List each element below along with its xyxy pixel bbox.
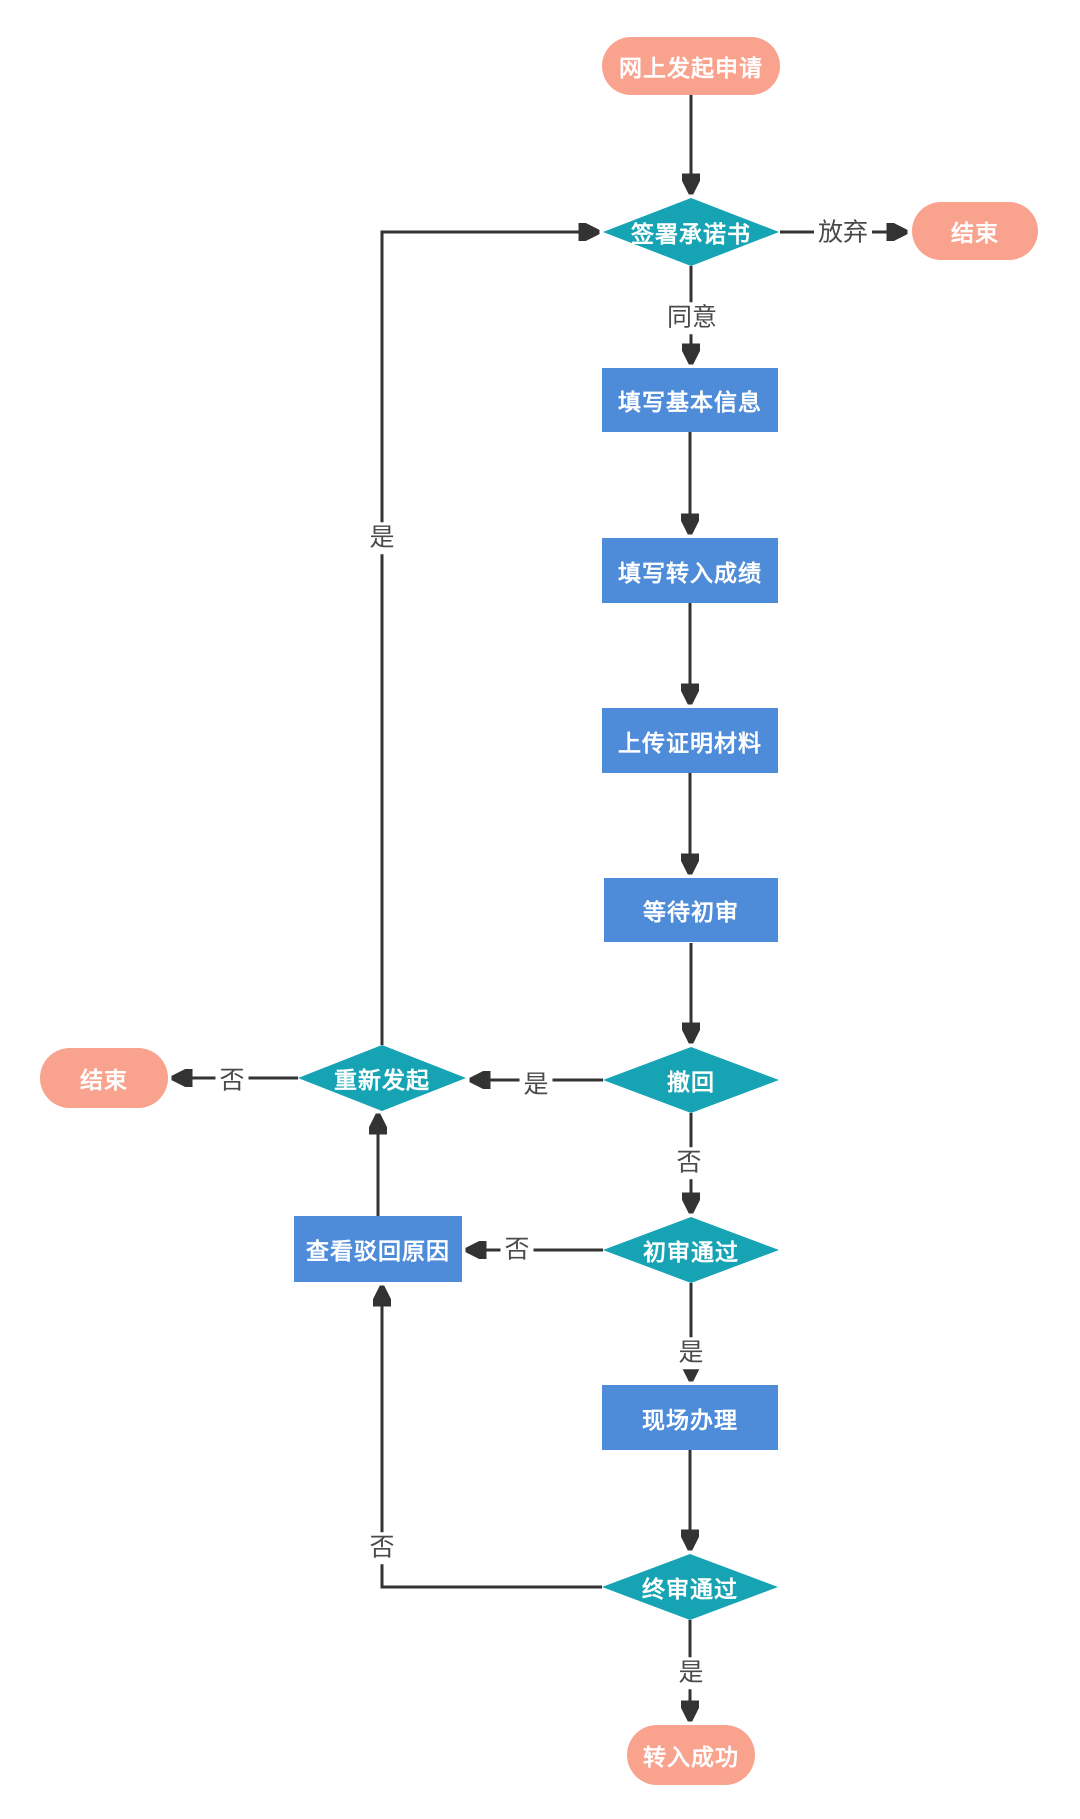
edge-label-withdraw-no: 否 (672, 1147, 706, 1179)
node-withdraw-label: 撤回 (667, 1069, 715, 1095)
node-onsite-label: 现场办理 (642, 1406, 738, 1433)
edge-label-restart-no: 否 (215, 1065, 249, 1097)
node-first-pass-decision: 初审通过 (603, 1217, 779, 1283)
edge-restart-loop-to-sign (380, 232, 596, 1045)
node-success-terminator: 转入成功 (627, 1725, 755, 1785)
node-end-top-label: 结束 (951, 220, 999, 246)
node-onsite-process: 现场办理 (602, 1385, 778, 1450)
node-view-reason-label: 查看驳回原因 (306, 1238, 450, 1264)
node-fill-score-process: 填写转入成绩 (602, 538, 778, 603)
edge-label-final-pass-no: 否 (365, 1532, 399, 1564)
edge-final-pass-loop-to-view-reason (382, 1289, 602, 1589)
edge-label-agree: 同意 (662, 302, 722, 334)
edge-label-first-pass-no: 否 (500, 1234, 534, 1266)
node-final-pass-decision: 终审通过 (602, 1554, 778, 1620)
edge-label-abandon: 放弃 (813, 217, 873, 249)
edge-label-final-pass-yes: 是 (674, 1657, 708, 1689)
edge-label-withdraw-yes: 是 (519, 1069, 553, 1101)
node-upload-process: 上传证明材料 (602, 708, 778, 773)
node-restart-decision: 重新发起 (298, 1045, 466, 1111)
node-wait-review-label: 等待初审 (643, 899, 739, 925)
node-fill-basic-process: 填写基本信息 (602, 368, 778, 432)
edge-label-first-pass-yes: 是 (674, 1337, 708, 1369)
node-end-top-terminator: 结束 (912, 202, 1038, 260)
node-final-pass-label: 终审通过 (642, 1576, 738, 1602)
node-restart-label: 重新发起 (334, 1067, 430, 1093)
node-start-label: 网上发起申请 (619, 55, 763, 81)
node-sign-label: 签署承诺书 (631, 221, 751, 247)
node-wait-review-process: 等待初审 (604, 878, 778, 942)
node-fill-basic-label: 填写基本信息 (618, 389, 762, 415)
node-end-left-terminator: 结束 (40, 1048, 168, 1108)
node-withdraw-decision: 撤回 (603, 1047, 779, 1113)
edge-label-restart-yes: 是 (365, 522, 399, 554)
node-view-reason-process: 查看驳回原因 (294, 1216, 462, 1282)
node-end-left-label: 结束 (80, 1067, 128, 1093)
node-first-pass-label: 初审通过 (643, 1239, 739, 1265)
node-upload-label: 上传证明材料 (618, 729, 762, 756)
node-sign-decision: 签署承诺书 (603, 198, 779, 266)
node-success-label: 转入成功 (643, 1744, 739, 1770)
node-start-terminator: 网上发起申请 (602, 37, 780, 95)
node-fill-score-label: 填写转入成绩 (618, 559, 762, 586)
